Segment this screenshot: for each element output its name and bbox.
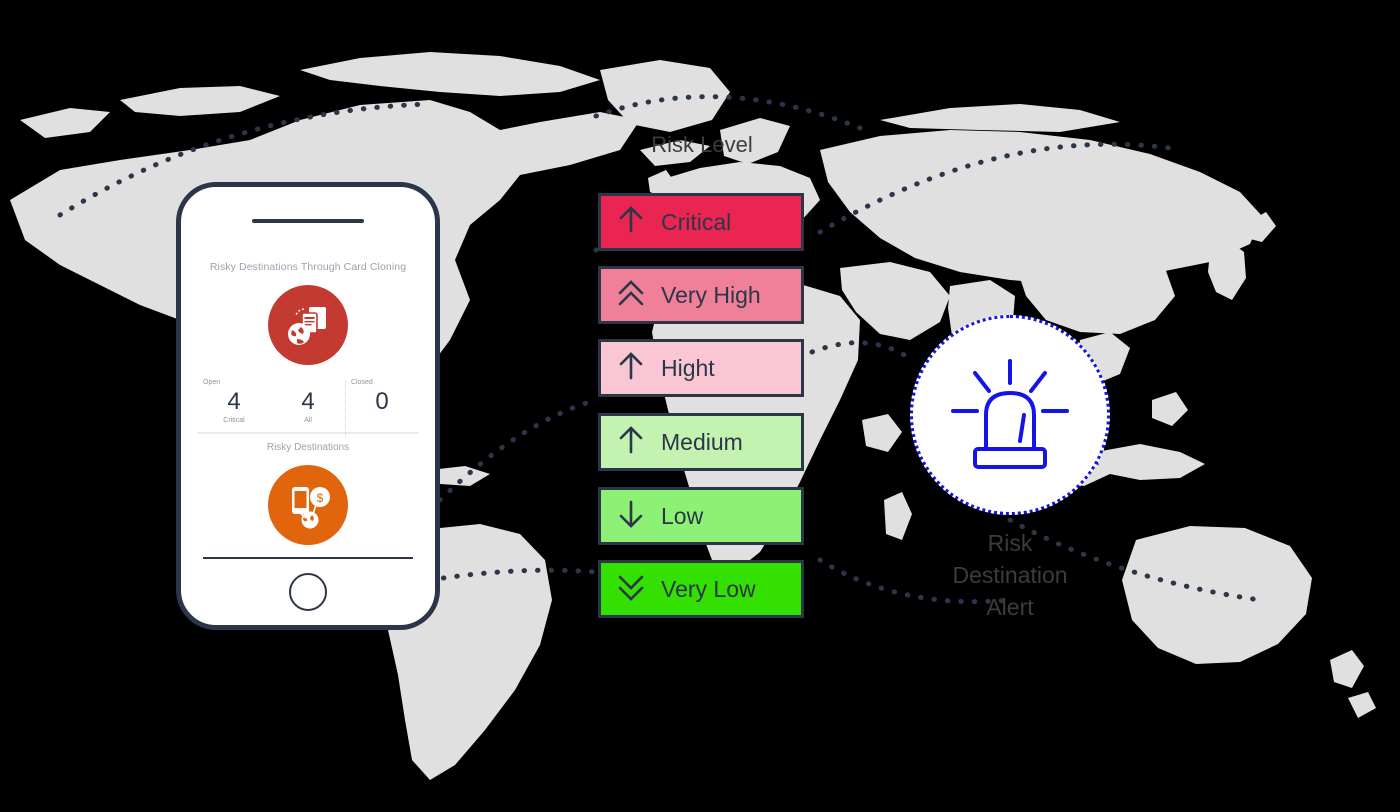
stat-closed-value: 0 <box>375 388 389 415</box>
section-label-risky-destinations: Risky Destinations <box>266 442 350 453</box>
phone-money-globe-icon: $ <box>268 465 348 545</box>
arrow-up-icon <box>615 203 647 242</box>
stat-open-critical: Open 4 Critical <box>197 379 271 424</box>
phone-screen: Risky Destinations Through Card Cloning <box>181 243 435 551</box>
home-button[interactable] <box>289 573 327 611</box>
alert-circle <box>910 315 1110 515</box>
connector-arc-australia <box>1007 517 1263 603</box>
stat-all-sublabel: All <box>304 417 312 424</box>
risk-level-title: Risk Level <box>651 132 753 157</box>
stat-closed: Closed 0 <box>345 379 419 417</box>
alert-caption-line-3: Alert <box>986 594 1034 620</box>
map-landmasses <box>10 52 1376 780</box>
connector-arc-north <box>57 101 433 218</box>
stat-open-sublabel: Critical <box>223 417 245 424</box>
connector-arc-asia <box>817 141 1173 235</box>
risk-badge-very-high[interactable]: Very High <box>598 266 804 324</box>
risk-badge-label: Hight <box>661 354 715 381</box>
connector-arc-phone-medium <box>437 397 599 503</box>
svg-text:$: $ <box>317 491 324 505</box>
stat-closed-label: Closed <box>351 379 373 386</box>
risk-destination-alert-node: Risk Destination Alert <box>910 315 1110 620</box>
phone-bottom-rule <box>203 557 413 559</box>
arrow-down-icon <box>615 497 647 536</box>
chevron-double-up-icon <box>615 276 647 315</box>
risk-badge-critical[interactable]: Critical <box>598 193 804 251</box>
risk-badge-label: Critical <box>661 208 732 235</box>
phone-speaker <box>252 219 364 223</box>
stat-all-value: 4 <box>301 388 315 415</box>
stats-row: Open 4 Critical 4 All Closed 0 <box>197 379 419 437</box>
phone-mockup: Risky Destinations Through Card Cloning <box>176 182 440 630</box>
risk-badge-medium[interactable]: Medium <box>598 413 804 471</box>
stat-open-value: 4 <box>227 388 241 415</box>
risk-badge-label: Low <box>661 502 704 529</box>
risk-badge-hight[interactable]: Hight <box>598 339 804 397</box>
risk-level-panel: Risk Level <box>596 132 808 174</box>
alert-caption-line-1: Risk <box>987 530 1033 556</box>
alert-caption-line-2: Destination <box>952 562 1068 588</box>
arrow-up-icon <box>615 423 647 462</box>
stats-divider <box>344 381 346 437</box>
connector-arc-phone-verylow <box>427 567 599 583</box>
arrow-up-icon <box>615 349 647 388</box>
connector-arc-alert-bottom <box>817 557 1013 605</box>
risk-badge-low[interactable]: Low <box>598 487 804 545</box>
connector-arc-hight-alert <box>809 340 915 363</box>
stat-open-label: Open <box>203 379 221 386</box>
siren-beacon-icon <box>945 353 1075 478</box>
divider-line <box>197 432 419 434</box>
risk-badge-label: Very High <box>661 281 761 308</box>
chevron-double-down-icon <box>615 570 647 609</box>
alert-caption: Risk Destination Alert <box>904 527 1116 623</box>
risk-badge-very-low[interactable]: Very Low <box>598 560 804 618</box>
globe-credit-cards-icon <box>268 285 348 365</box>
stat-all: 4 All <box>271 379 345 425</box>
risk-badge-label: Very Low <box>661 575 756 602</box>
card-title: Risky Destinations Through Card Cloning <box>209 261 407 273</box>
risk-badge-label: Medium <box>661 428 743 455</box>
